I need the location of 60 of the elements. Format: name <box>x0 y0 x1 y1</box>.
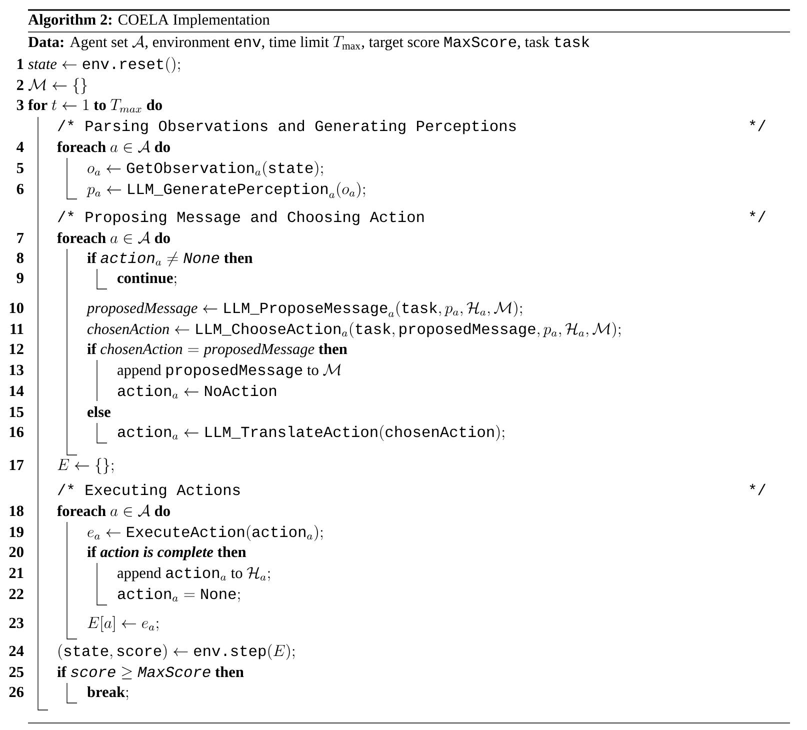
line-number: 6 <box>16 184 24 194</box>
code-line: $\text{append } \texttt{action}_a \text{ to } \mathcal{H}_a;$ <box>118 566 270 582</box>
code-line: $\textbf{break};$ <box>87 686 128 700</box>
code-line: $\textbf{foreach } a \in \mathcal{A} \textbf{ do}$ <box>57 231 170 244</box>
code-line: $E \leftarrow \{\};$ <box>58 458 114 474</box>
line-number: 12 <box>10 344 24 354</box>
line-number: 14 <box>10 386 24 396</box>
line-number: 25 <box>9 666 24 678</box>
line-number: 9 <box>16 272 24 284</box>
line-number: 11 <box>10 324 24 334</box>
code-line: $e_a \leftarrow \texttt{ExecuteAction}(\texttt{action}_a);$ <box>88 525 323 541</box>
code-line: $\textbf{for } t \leftarrow 1 \textbf{ to } T_{max} \textbf{ do}$ <box>28 99 162 112</box>
line-number: 23 <box>9 618 24 628</box>
code-comment: /* Parsing Observations and Generating Perceptions <box>58 120 516 134</box>
line-number: 16 <box>10 426 24 438</box>
line-number: 10 <box>10 302 24 314</box>
code-line: $\mathit{proposedMessage} \leftarrow \texttt{LLM\_ProposeMessage}_a(\texttt{task}, p_a, \mathcal{H}_a, \mathcal{M});$ <box>86 301 522 317</box>
code-line: $\texttt{action}_a = \texttt{None};$ <box>118 588 240 602</box>
code-line: $\textbf{foreach } a \in \mathcal{A} \textbf{ do}$ <box>57 504 170 517</box>
code-line: $\textbf{continue};$ <box>118 272 176 286</box>
line-number: 15 <box>10 406 24 418</box>
code-line: $\textbf{if } \texttt{\textit{action}}_a \neq \texttt{\textit{None}} \textbf{ then}$ <box>87 252 253 266</box>
code-line: $\textbf{Data: }\text{Agent set }\mathcal{A}\text{, environment }\texttt{env}\text{, time limit }T_{\max}\text{, target score }\texttt{MaxScore}\text{, task }\texttt{task}$ <box>28 35 590 50</box>
line-number: 17 <box>10 460 24 470</box>
line-number: 22 <box>9 588 24 599</box>
code-comment: /* Proposing Message and Choosing Action <box>58 210 424 226</box>
code-line: $\textbf{if } \mathit{chosenAction} = \mathit{proposedMessage} \textbf{ then}$ <box>87 343 348 358</box>
code-line: $\textbf{if \textit{action is complete} then}$ <box>87 546 246 560</box>
line-number: 8 <box>16 252 24 264</box>
code-line: $o_a \leftarrow \texttt{GetObservation}_a(\texttt{state});$ <box>88 161 323 177</box>
algorithm-title: Algorithm 2: COELA Implementation <box>28 14 270 28</box>
code-line: $\text{append } \texttt{proposedMessage} \text{ to } \mathcal{M}$ <box>118 364 341 378</box>
code-line: $\textbf{foreach } a \in \mathcal{A} \textbf{ do}$ <box>57 140 170 153</box>
code-line: $\texttt{action}_a \leftarrow \texttt{NoAction}$ <box>118 384 276 398</box>
code-line: $(\texttt{state}, \texttt{score}) \leftarrow \texttt{env.step}(E);$ <box>58 644 294 660</box>
line-number: 21 <box>9 568 24 578</box>
comment-end: */ <box>750 120 766 132</box>
code-line: $\mathit{chosenAction} \leftarrow \texttt{LLM\_ChooseAction}_a(\texttt{task}, \texttt{proposedMessage}, p_a, \mathcal{H}_a, \mathcal{M});$ <box>87 322 620 338</box>
line-number: 2 <box>16 80 24 90</box>
code-line: $p_a \leftarrow \texttt{LLM\_GeneratePerception}_a(o_a);$ <box>86 182 365 198</box>
line-number: 19 <box>10 526 24 538</box>
code-line: $\mathcal{M} \leftarrow \{\}$ <box>28 78 87 94</box>
code-line: $\textbf{if } \texttt{\textit{score}} \geq \texttt{\textit{MaxScore}} \textbf{ then}$ <box>57 666 244 680</box>
code-line: $\mathit{state} \leftarrow \texttt{env.reset}();$ <box>28 57 180 73</box>
code-comment: /* Executing Actions <box>58 484 240 498</box>
line-number: 4 <box>16 142 24 152</box>
line-number: 20 <box>9 546 24 558</box>
line-number: 24 <box>9 646 24 656</box>
comment-end: */ <box>750 210 766 222</box>
comment-end: */ <box>750 484 766 496</box>
line-number: 3 <box>16 100 24 110</box>
code-line: $E[a] \leftarrow e_a;$ <box>88 616 158 632</box>
line-number: 13 <box>10 364 24 376</box>
line-number: 5 <box>16 162 24 174</box>
line-number: 18 <box>10 506 24 516</box>
line-number: 7 <box>17 232 24 243</box>
line-number: 26 <box>9 686 24 698</box>
line-number: 1 <box>18 58 24 69</box>
code-line: $\textbf{else}$ <box>88 406 110 418</box>
code-line: $\texttt{action}_a \leftarrow \texttt{LLM\_TranslateAction}(\texttt{chosenAction});$ <box>118 425 504 441</box>
